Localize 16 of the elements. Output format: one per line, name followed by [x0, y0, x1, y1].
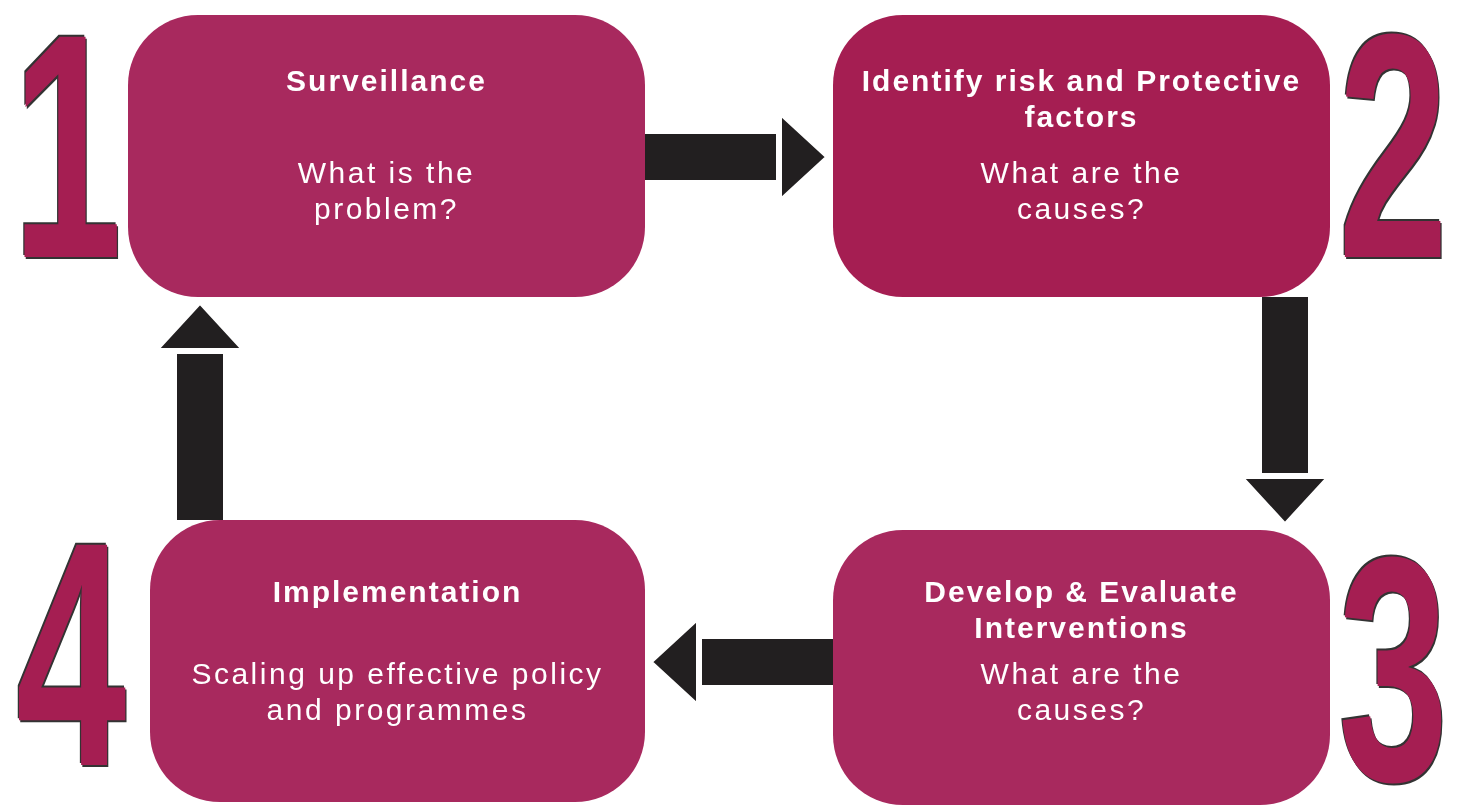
step-question: Scaling up effective policy and programmes [190, 656, 605, 728]
step-box [833, 530, 1330, 805]
step-title: Surveillance [285, 63, 488, 99]
step-box [833, 15, 1330, 297]
step-number: 3 [1338, 545, 1449, 795]
step-question: What are the causes? [979, 656, 1184, 728]
step-question: What is the problem? [296, 155, 477, 227]
step-number: 2 [1338, 22, 1449, 272]
step-question: What are the causes? [979, 155, 1184, 227]
step-number: 4 [16, 530, 127, 780]
step-title: Identify risk and Protective factors [860, 63, 1303, 135]
step-title: Develop & Evaluate Interventions [923, 574, 1240, 646]
step-number: 1 [12, 22, 123, 272]
step-title: Implementation [271, 574, 524, 610]
step-box [150, 520, 645, 802]
step-box [128, 15, 645, 297]
